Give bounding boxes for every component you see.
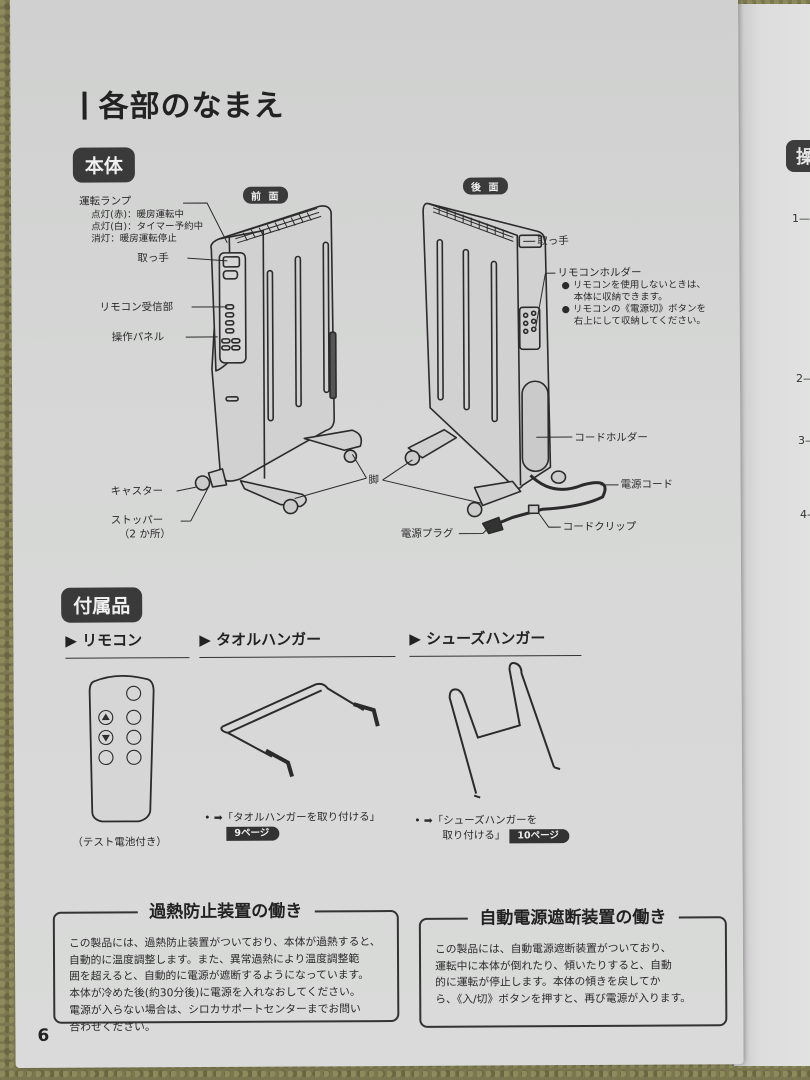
remote-control-illustration [88, 675, 155, 823]
shoes-hanger-illustration [448, 662, 561, 799]
next-page-section-tag: 操 [786, 140, 810, 172]
remote-caption: （テスト電池付き） [72, 836, 167, 849]
page-ref-badge-10[interactable]: 10ページ [509, 829, 569, 844]
heater-illustrations [176, 202, 619, 535]
shoes-hanger-reference[interactable]: • ➡「シューズハンガーを 取り付ける」10ページ [414, 813, 569, 844]
bullet-arrow-icon: • ➡ [204, 811, 223, 824]
overheat-protection-box: 過熱防止装置の働き この製品には、過熱防止装置がついており、本体が過熱すると、 … [52, 901, 400, 1033]
overheat-line: 本体が冷めた後(約30分後)に電源を入れなおしてください。 [69, 985, 361, 1000]
auto-shutoff-box-title-wrap: 自動電源遮断装置の働き [421, 904, 725, 932]
auto-shutoff-line: 的に運転が停止します。本体の傾きを戻してか [435, 975, 661, 990]
overheat-line: 自動的に温度調整します。また、異常過熱により温度調整範 [68, 951, 360, 967]
auto-shutoff-box: 自動電源遮断装置の働き この製品には、自動電源遮断装置がついており、 運転中に本… [418, 907, 728, 1028]
overheat-line: この製品には、過熱防止装置がついており、本体が過熱すると、 [68, 935, 381, 950]
overheat-box-title: 過熱防止装置の働き [137, 901, 315, 923]
auto-shutoff-line: 運転中に本体が倒れたり、傾いたりすると、自動 [435, 958, 672, 973]
auto-shutoff-line: この製品には、自動電源遮断装置がついており、 [434, 941, 672, 956]
overheat-box-title-wrap: 過熱防止装置の働き [55, 898, 397, 926]
bullet-arrow-icon: • ➡ [414, 814, 433, 827]
next-page-step: 1— [792, 212, 810, 225]
overheat-line: 電源が入らない場合は、シロカサポートセンターまでお問い [69, 1002, 361, 1017]
next-page-step: 4- [800, 508, 810, 521]
next-page-step: 3— [798, 434, 810, 447]
auto-shutoff-box-title: 自動電源遮断装置の働き [467, 907, 679, 929]
page-ref-badge-9[interactable]: 9ページ [226, 826, 280, 841]
manual-page: 各部のなまえ 本体 前 面 後 面 [10, 0, 744, 1068]
towel-hanger-ref-text: 「タオルハンガーを取り付ける」 [222, 811, 381, 824]
page-number: 6 [37, 1025, 50, 1046]
shoes-hanger-ref-text-1: 「シューズハンガーを [432, 814, 538, 827]
auto-shutoff-line: ら、《入/切》ボタンを押すと、再び電源が入ります。 [435, 991, 692, 1006]
towel-hanger-reference[interactable]: • ➡「タオルハンガーを取り付ける」 9ページ [204, 810, 380, 841]
accessory-illustrations [88, 662, 561, 823]
shoes-hanger-ref-text-2: 取り付ける」 [442, 829, 506, 842]
next-page-edge: 操 1— 2— 3— 4- [732, 4, 810, 1066]
overheat-line: 合わせください。 [69, 1019, 156, 1034]
overheat-line: 囲を超えると、自動的に電源が遮断するようになっています。 [69, 968, 370, 984]
towel-hanger-illustration [220, 682, 380, 778]
next-page-step: 2— [796, 372, 810, 385]
